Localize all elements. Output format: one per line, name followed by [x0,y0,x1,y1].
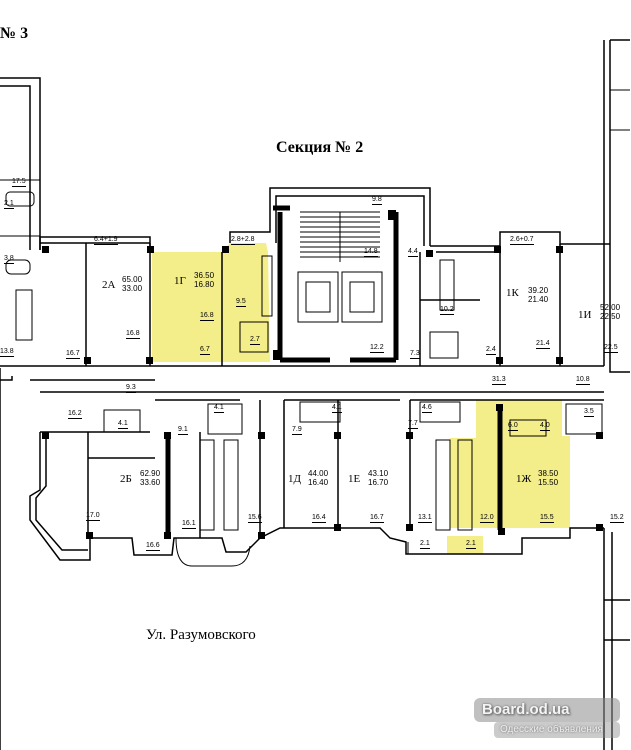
room-area-label: 2.8+2.8 [231,236,255,243]
room-area-label: 7.3 [410,350,420,357]
room-area-label: 15.2 [610,514,624,521]
apartment-area-living: 16.70 [368,478,389,487]
apartment-code: 1Ж [516,473,532,485]
room-area-label: 10.8 [576,376,590,383]
bearing-walls [165,205,503,536]
apartment-area-total: 52.00 [600,303,621,312]
apartment-area-total: 44.00 [308,469,329,478]
room-area-label: 31.3 [492,376,506,383]
apartment-area-living: 15.50 [538,478,559,487]
apartment-area-total: 43.10 [368,469,389,478]
room-area-label: 4.6 [422,404,432,411]
room-area-label: 9.1 [178,426,188,433]
apartment-area-living: 33.00 [122,284,143,293]
room-area-label: 2.1 [4,200,14,207]
room-area-label: 4.1 [118,420,128,427]
apartment-code: 2Б [120,473,132,485]
watermark-badge [474,698,620,738]
columns [42,210,603,539]
room-area-label: 21.4 [536,340,550,347]
room-area-label: 12.2 [370,344,384,351]
outer-walls [0,39,630,750]
room-area-label: 4.0 [540,422,550,429]
room-area-label: 16.7 [66,350,80,357]
room-area-label: 9.8 [372,196,382,203]
room-area-label: 2.1 [420,540,430,547]
apartment-code: 1Д [288,473,302,485]
room-area-label: 4.1 [214,404,224,411]
room-area-label: 4.1 [332,404,342,411]
room-area-label: 7.9 [292,426,302,433]
room-area-label: 16.8 [126,330,140,337]
room-area-label: 15.5 [540,514,554,521]
room-area-label: 17.5 [12,178,26,185]
apartment-code: 1Е [348,473,361,485]
room-area-label: 7.7 [408,420,418,427]
section-title: Секция № 2 [276,139,364,156]
apartment-area-total: 36.50 [194,271,215,280]
room-area-label: 13.8 [0,348,14,355]
room-area-label: 16.6 [146,542,160,549]
room-area-label: 22.5 [604,344,618,351]
room-area-label: 9.3 [126,384,136,391]
room-area-label: 16.1 [182,520,196,527]
apartment-area-living: 33.60 [140,478,161,487]
apartment-code: 1Г [174,275,186,287]
room-area-label: 2.6+0.7 [510,236,534,243]
room-area-label: 16.7 [370,514,384,521]
room-area-label: 13.1 [418,514,432,521]
street-name: Ул. Разумовского [146,627,256,643]
room-area-label: 3.5 [584,408,594,415]
room-area-label: 14.8 [364,248,378,255]
adjacent-section-label: № 3 [0,25,29,42]
apartment-code: 1И [578,309,592,321]
room-area-label: 9.5 [236,298,246,305]
room-area-label: 2.4 [486,346,496,353]
apartment-area-living: 16.40 [308,478,329,487]
room-area-label: 6.0 [508,422,518,429]
room-area-label: 16.2 [68,410,82,417]
staircase [297,211,383,323]
room-area-label: 15.6 [248,514,262,521]
room-area-label: 16.4 [312,514,326,521]
apartment-area-total: 65.00 [122,275,143,284]
room-area-label: 2.1 [466,540,476,547]
room-area-label: 10.2 [440,306,454,313]
balconies [0,89,630,567]
apartment-area-total: 38.50 [538,469,559,478]
room-area-label: 2.7 [250,336,260,343]
plumbing-fixtures [5,191,603,531]
apartment-code: 2А [102,279,116,291]
apartment-area-living: 16.80 [194,280,215,289]
apartment-area-total: 39.20 [528,286,549,295]
watermark-site: Board.od.ua [482,701,570,718]
apartment-area-living: 22.50 [600,312,621,321]
room-area-label: 12.0 [480,514,494,521]
room-area-label: 4.4 [408,248,418,255]
room-area-label: 3.8 [4,255,14,262]
apartment-area-total: 62.90 [140,469,161,478]
room-area-label: 6.4+1.9 [94,236,118,243]
room-area-label: 6.7 [200,346,210,353]
room-area-label: 16.8 [200,312,214,319]
apartment-area-living: 21.40 [528,295,549,304]
apartment-code: 1К [506,287,519,299]
room-area-label: 17.0 [86,512,100,519]
watermark-caption: Одесские объявления [500,724,603,735]
